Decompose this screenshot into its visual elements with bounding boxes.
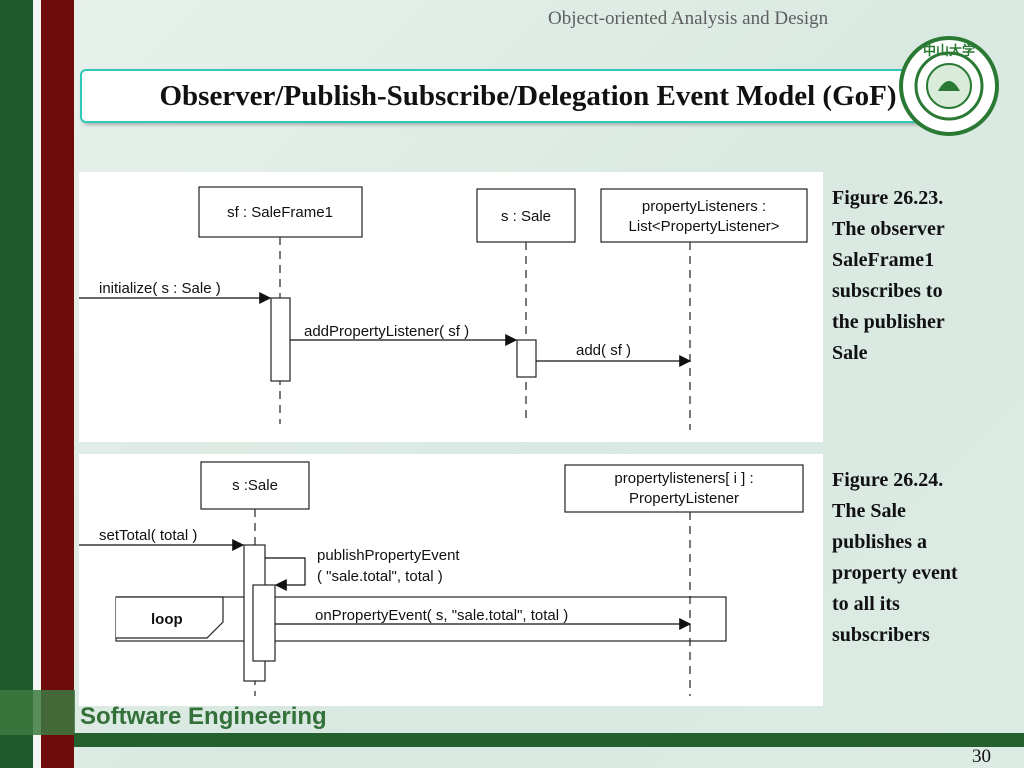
lifeline-label-listener-line1: propertylisteners[ i ] : xyxy=(614,470,753,487)
message-label-add-listener: addPropertyListener( sf ) xyxy=(304,323,469,340)
left-bar-gap xyxy=(33,0,41,768)
caption-line: subscribes to xyxy=(832,280,943,302)
lifeline-label-listeners-line2: List<PropertyListener> xyxy=(629,218,780,235)
figure-caption-26-24: Figure 26.24. The Sale publishes a prope… xyxy=(832,465,1012,651)
sequence-diagram-publish: s :Sale propertylisteners[ i ] : Propert… xyxy=(79,454,823,706)
caption-line: Sale xyxy=(832,342,868,364)
caption-line: the publisher xyxy=(832,311,945,333)
loop-fragment-tab xyxy=(116,596,224,639)
message-label-add: add( sf ) xyxy=(576,342,631,359)
caption-line: subscribers xyxy=(832,624,930,646)
left-green-bar xyxy=(0,0,33,768)
figure-caption-26-23: Figure 26.23. The observer SaleFrame1 su… xyxy=(832,183,1012,369)
footer-label: Software Engineering xyxy=(80,703,327,730)
message-label-publish-line1: publishPropertyEvent xyxy=(317,547,460,564)
page-number: 30 xyxy=(972,746,991,767)
bottom-green-band xyxy=(74,733,1024,747)
slide-title-box: Observer/Publish-Subscribe/Delegation Ev… xyxy=(80,69,976,123)
caption-line: The Sale xyxy=(832,500,906,522)
lifeline-box-saleframe xyxy=(198,186,363,238)
lifeline-label-sale: s :Sale xyxy=(232,477,278,494)
lifeline-box-listeners xyxy=(600,188,808,243)
caption-line: Figure 26.24. xyxy=(832,469,944,491)
loop-label: loop xyxy=(151,611,183,628)
activation-sale xyxy=(516,339,537,378)
lifeline-label-listeners-line1: propertyListeners : xyxy=(642,198,766,215)
lifeline-box-listener xyxy=(564,464,804,513)
footer-accent-block xyxy=(0,690,75,735)
lifeline-label-listener-line2: PropertyListener xyxy=(629,490,739,507)
caption-line: property event xyxy=(832,562,958,584)
university-seal-icon: 中山大学 xyxy=(899,36,999,136)
message-label-publish-line2: ( "sale.total", total ) xyxy=(317,568,443,585)
lifeline-label-sale: s : Sale xyxy=(501,208,551,225)
sequence-diagram-subscribe: sf : SaleFrame1 s : Sale propertyListene… xyxy=(79,172,823,442)
message-label-set-total: setTotal( total ) xyxy=(99,527,197,544)
message-label-initialize: initialize( s : Sale ) xyxy=(99,280,221,297)
logo-text: 中山大学 xyxy=(923,43,975,58)
caption-line: The observer xyxy=(832,218,945,240)
activation-sale-nested xyxy=(252,584,276,662)
activation-saleframe xyxy=(270,297,291,382)
lifeline-box-sale xyxy=(200,461,310,510)
caption-line: to all its xyxy=(832,593,900,615)
caption-line: SaleFrame1 xyxy=(832,249,935,271)
left-red-bar xyxy=(41,0,74,768)
lifeline-label-saleframe: sf : SaleFrame1 xyxy=(227,204,333,221)
message-arrow-publish-self xyxy=(265,557,306,591)
course-subject: Object-oriented Analysis and Design xyxy=(548,8,829,29)
slide-title: Observer/Publish-Subscribe/Delegation Ev… xyxy=(159,79,897,112)
caption-line: Figure 26.23. xyxy=(832,187,944,209)
caption-line: publishes a xyxy=(832,531,928,553)
message-label-on-property-event: onPropertyEvent( s, "sale.total", total … xyxy=(315,607,568,624)
